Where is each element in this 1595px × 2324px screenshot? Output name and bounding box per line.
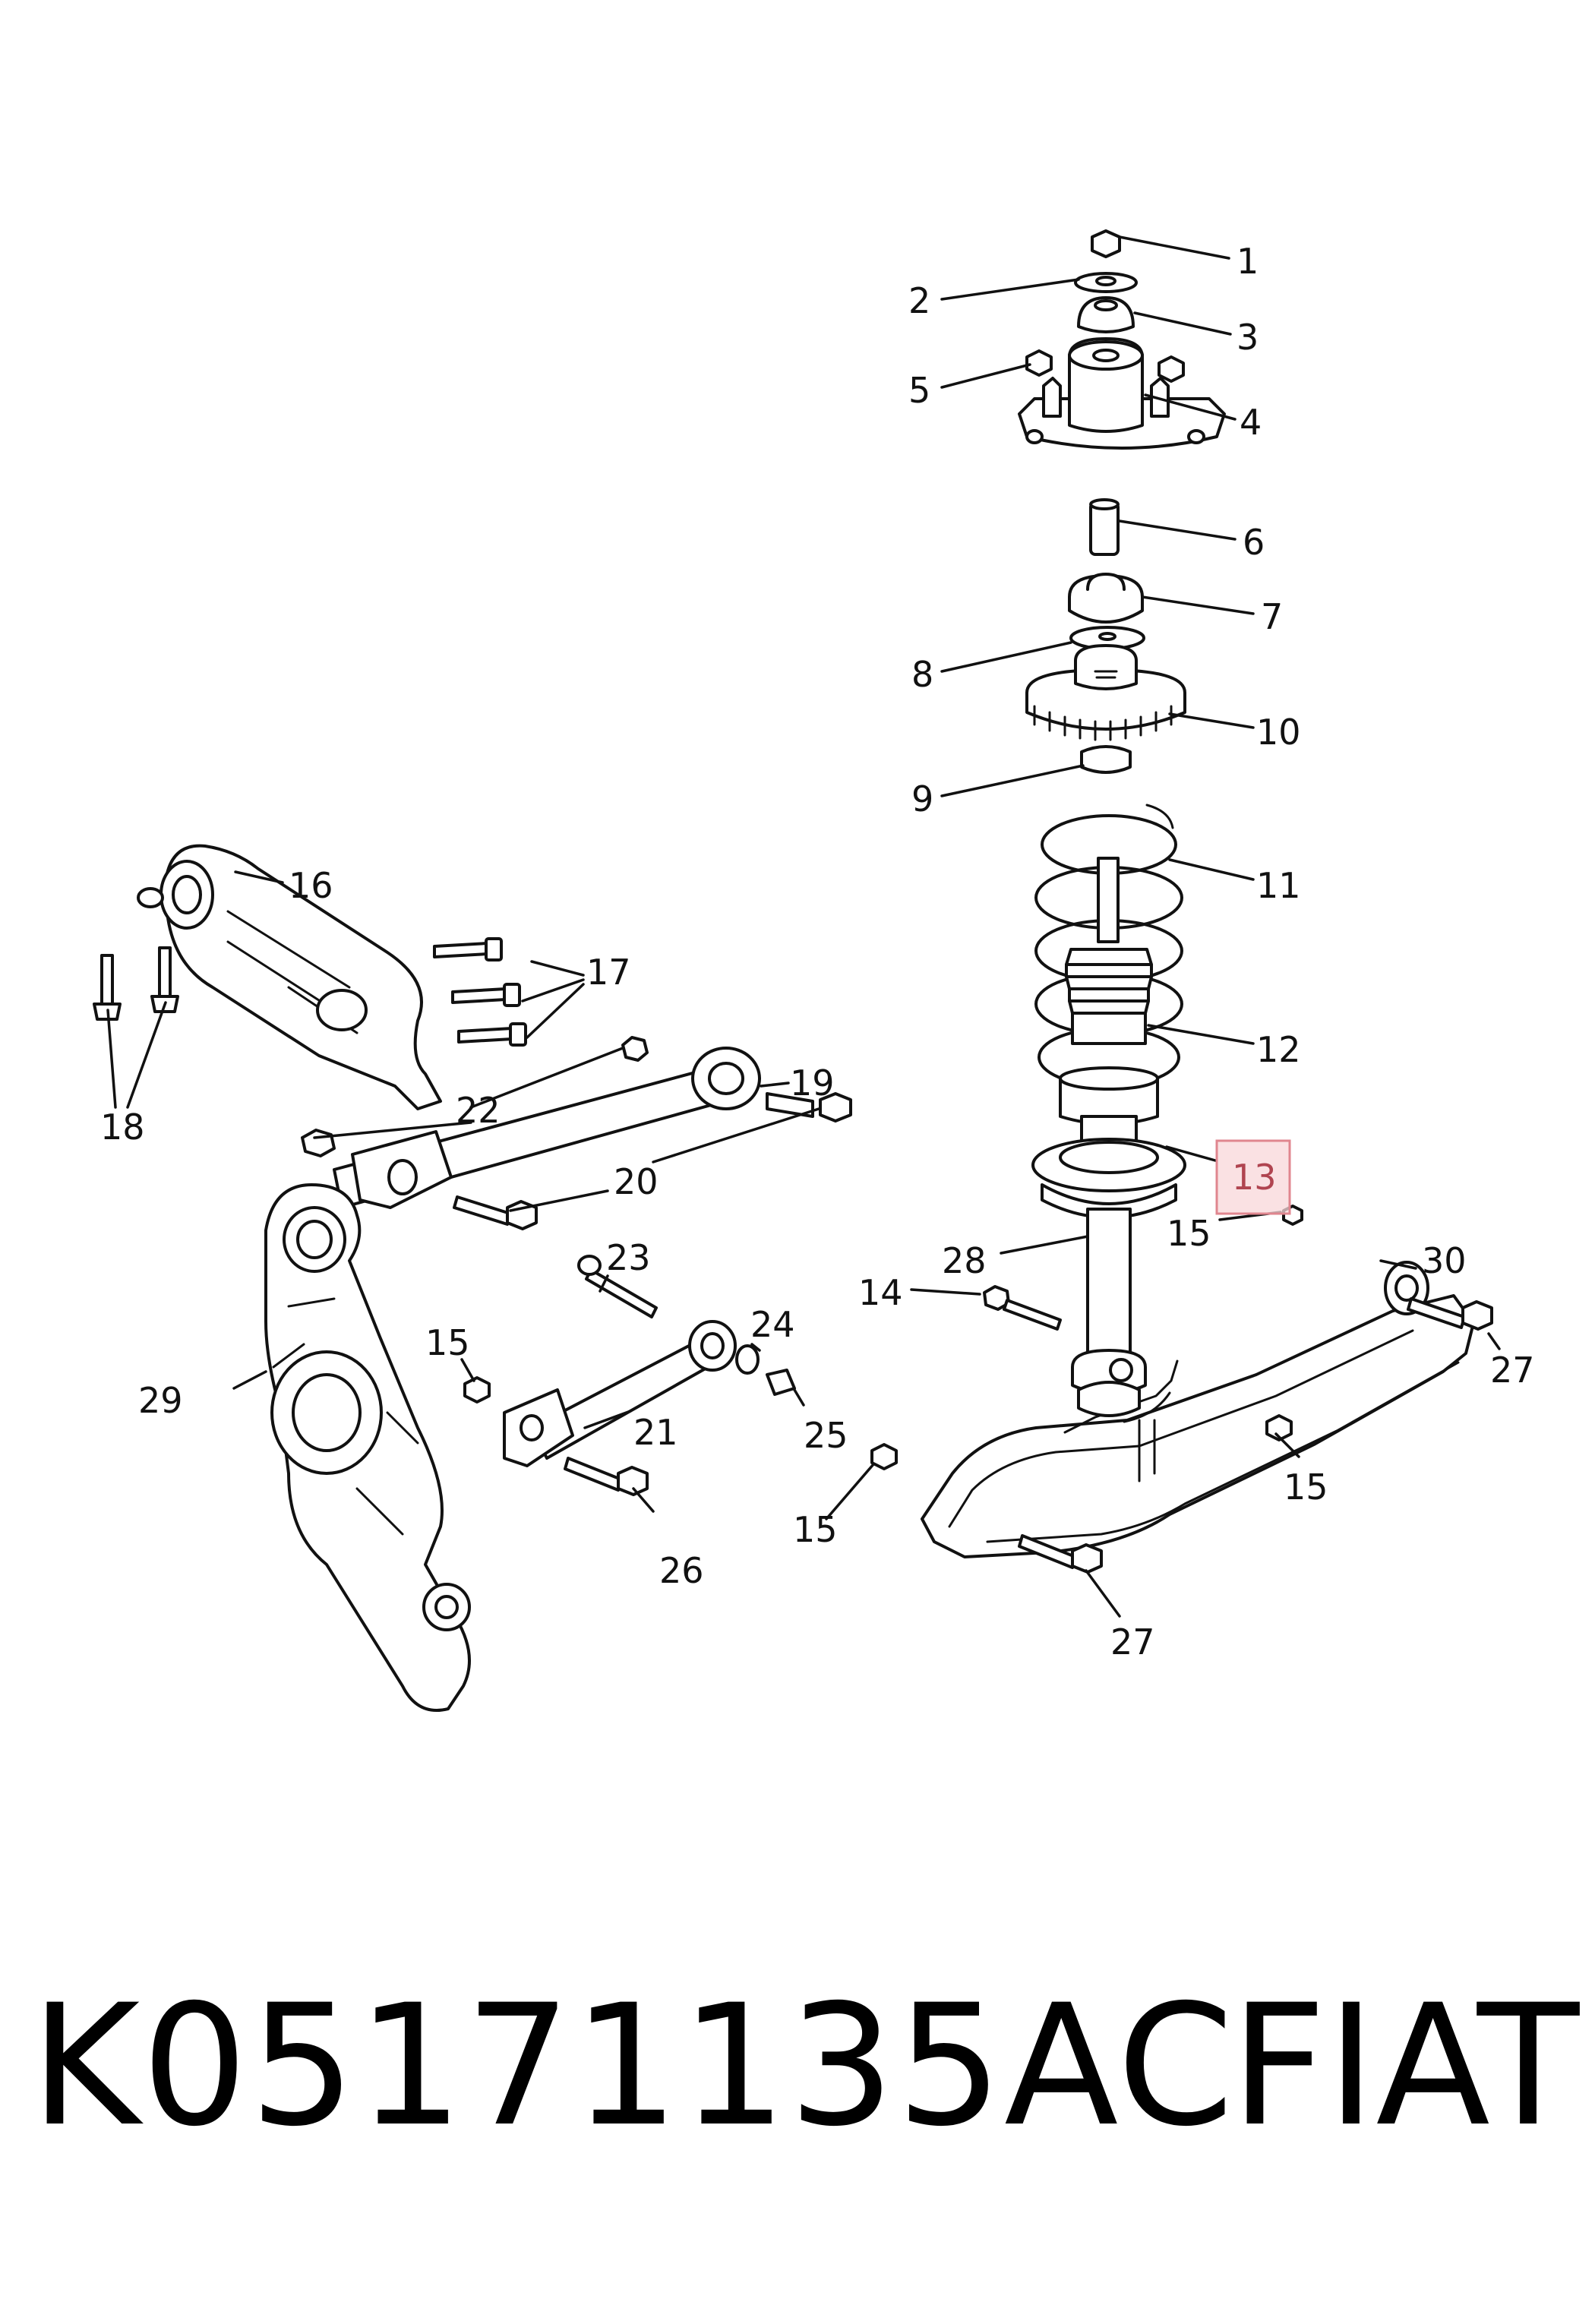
callout-16: 16 — [289, 865, 333, 906]
shock-absorber-body — [1059, 1066, 1159, 1148]
strut-assembly — [1018, 229, 1226, 1395]
callout-24: 24 — [750, 1304, 795, 1345]
callout-15-strut: 15 — [1167, 1213, 1211, 1254]
callout-5: 5 — [908, 370, 930, 411]
bushing-cap — [1077, 296, 1135, 333]
callout-27-upper: 27 — [1490, 1350, 1535, 1391]
callout-10: 10 — [1256, 712, 1301, 753]
steering-knuckle — [264, 1183, 471, 1712]
callout-19: 19 — [790, 1063, 835, 1104]
callout-labels: 1 2 3 4 5 6 7 8 9 10 11 12 13 14 15 15 1… — [100, 241, 1535, 1662]
upper-spring-seat — [1025, 644, 1186, 741]
callout-6: 6 — [1243, 522, 1265, 563]
top-nut — [1091, 229, 1121, 258]
callout-11: 11 — [1256, 865, 1301, 906]
lower-spring-seat — [1031, 1138, 1186, 1219]
callout-27-lower: 27 — [1110, 1621, 1155, 1662]
callout-22: 22 — [456, 1090, 501, 1131]
callout-28: 28 — [942, 1240, 987, 1281]
arm-bolts — [433, 937, 527, 1047]
callout-8: 8 — [911, 654, 933, 695]
link-bolt — [453, 1195, 538, 1230]
callout-4: 4 — [1240, 402, 1262, 443]
dust-boot — [1065, 857, 1153, 1045]
callout-14: 14 — [858, 1272, 903, 1313]
callout-15-link: 15 — [793, 1509, 838, 1550]
toe-link — [503, 1255, 796, 1467]
callout-29: 29 — [138, 1380, 183, 1421]
callout-15-knuckle: 15 — [425, 1322, 470, 1363]
mounting-studs — [93, 946, 179, 1021]
callout-1: 1 — [1237, 241, 1259, 282]
toe-link-bolt — [564, 1457, 649, 1496]
upper-control-arm — [137, 844, 442, 1110]
mount-nut-left — [1025, 349, 1053, 377]
callout-12: 12 — [1256, 1029, 1301, 1070]
callout-9: 9 — [911, 778, 933, 819]
lower-control-arm — [921, 1261, 1475, 1558]
upper-strut-mount — [1018, 337, 1226, 450]
callout-15-arm: 15 — [1284, 1467, 1328, 1508]
highlight-box — [1215, 1139, 1291, 1215]
callout-3: 3 — [1237, 317, 1259, 358]
callout-18: 18 — [100, 1107, 145, 1148]
arm-pivot-bolts — [1018, 1297, 1493, 1574]
mount-nut-right — [1158, 355, 1185, 383]
lateral-link — [301, 1036, 852, 1209]
nuts — [463, 1205, 1303, 1470]
callout-7: 7 — [1261, 596, 1283, 637]
callout-23: 23 — [606, 1237, 651, 1278]
part-number: K05171135AC — [30, 1969, 1236, 2163]
brand-name: FIAT — [1230, 1969, 1580, 2163]
callout-30: 30 — [1422, 1240, 1467, 1281]
spacer-sleeve — [1089, 501, 1120, 556]
callout-26: 26 — [659, 1550, 704, 1591]
damper-tube — [1071, 1208, 1147, 1395]
callout-25: 25 — [804, 1415, 848, 1456]
callout-17: 17 — [586, 952, 631, 993]
bump-stop — [1080, 745, 1132, 774]
callout-2: 2 — [908, 280, 930, 321]
callout-20: 20 — [614, 1161, 659, 1202]
callout-21: 21 — [633, 1412, 678, 1453]
callout-13: 13 — [1232, 1157, 1277, 1198]
damper-bolt — [983, 1285, 1062, 1331]
leader-lines — [106, 235, 1501, 1618]
